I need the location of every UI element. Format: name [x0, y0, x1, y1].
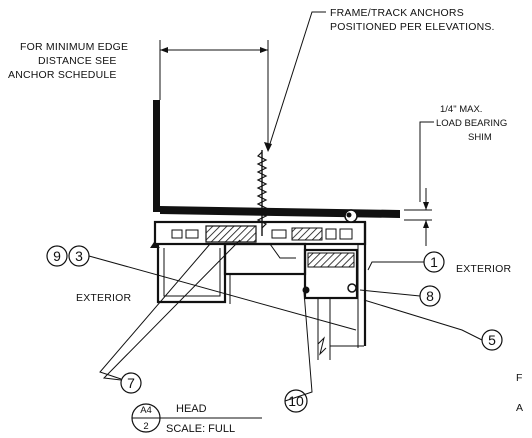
anchor-screw — [256, 150, 268, 236]
shim-note: 1/4" MAX. LOAD BEARING SHIM — [436, 104, 507, 143]
anchors-leader — [267, 11, 326, 151]
detail-id: A4 — [140, 405, 152, 416]
callout-1-number: 1 — [430, 254, 438, 270]
anchors-note: FRAME/TRACK ANCHORS POSITIONED PER ELEVA… — [330, 7, 495, 33]
shim-note-line3: SHIM — [468, 132, 492, 143]
edge-letter-f: F — [516, 372, 523, 384]
callout-10: 10 — [284, 389, 308, 413]
detail-scale: SCALE: FULL — [166, 423, 235, 435]
callout-1: 1 — [423, 251, 445, 273]
callout-7: 7 — [120, 372, 142, 394]
exterior-label-left: EXTERIOR — [76, 292, 131, 304]
wall-board — [153, 100, 160, 212]
shim-note-line2: LOAD BEARING — [436, 118, 507, 129]
glazing-stop — [303, 248, 359, 300]
min-edge-note-line3: ANCHOR SCHEDULE — [8, 69, 117, 81]
edge-distance-dimension — [159, 40, 269, 150]
head-slab — [160, 206, 400, 218]
frame-extrusion — [150, 209, 367, 360]
anchors-note-line1: FRAME/TRACK ANCHORS — [330, 7, 464, 19]
callout-5: 5 — [481, 329, 503, 351]
detail-name: HEAD — [176, 403, 207, 415]
hatched-plate — [205, 225, 257, 243]
callout-9-3: 9 3 — [46, 245, 90, 267]
callout-8-number: 8 — [426, 288, 434, 304]
callout-3-number: 3 — [75, 248, 83, 264]
edge-letter-a: A — [516, 402, 523, 414]
exterior-label-right: EXTERIOR — [456, 263, 511, 275]
callout-leaders — [88, 239, 483, 402]
anchors-note-line2: POSITIONED PER ELEVATIONS. — [330, 21, 495, 33]
callout-9-number: 9 — [53, 248, 61, 264]
callout-7-number: 7 — [127, 375, 135, 391]
shim-dimension — [404, 188, 432, 246]
shim-note-line1: 1/4" MAX. — [440, 104, 482, 115]
sheet-number: 2 — [143, 421, 148, 432]
title-block: A4 2 HEAD SCALE: FULL — [131, 403, 262, 435]
min-edge-note-line1: FOR MINIMUM EDGE — [20, 41, 128, 53]
min-edge-note-line2: DISTANCE SEE — [38, 55, 117, 67]
callout-5-number: 5 — [488, 332, 496, 348]
wall-substrate — [153, 100, 400, 218]
callout-8: 8 — [419, 285, 441, 307]
note-leaders — [264, 11, 434, 202]
center-channel — [223, 242, 307, 276]
callout-10-number: 10 — [288, 393, 304, 409]
shim-leader — [419, 121, 434, 202]
callout-9-circle — [46, 245, 68, 267]
min-edge-note: FOR MINIMUM EDGE DISTANCE SEE ANCHOR SCH… — [8, 41, 128, 81]
